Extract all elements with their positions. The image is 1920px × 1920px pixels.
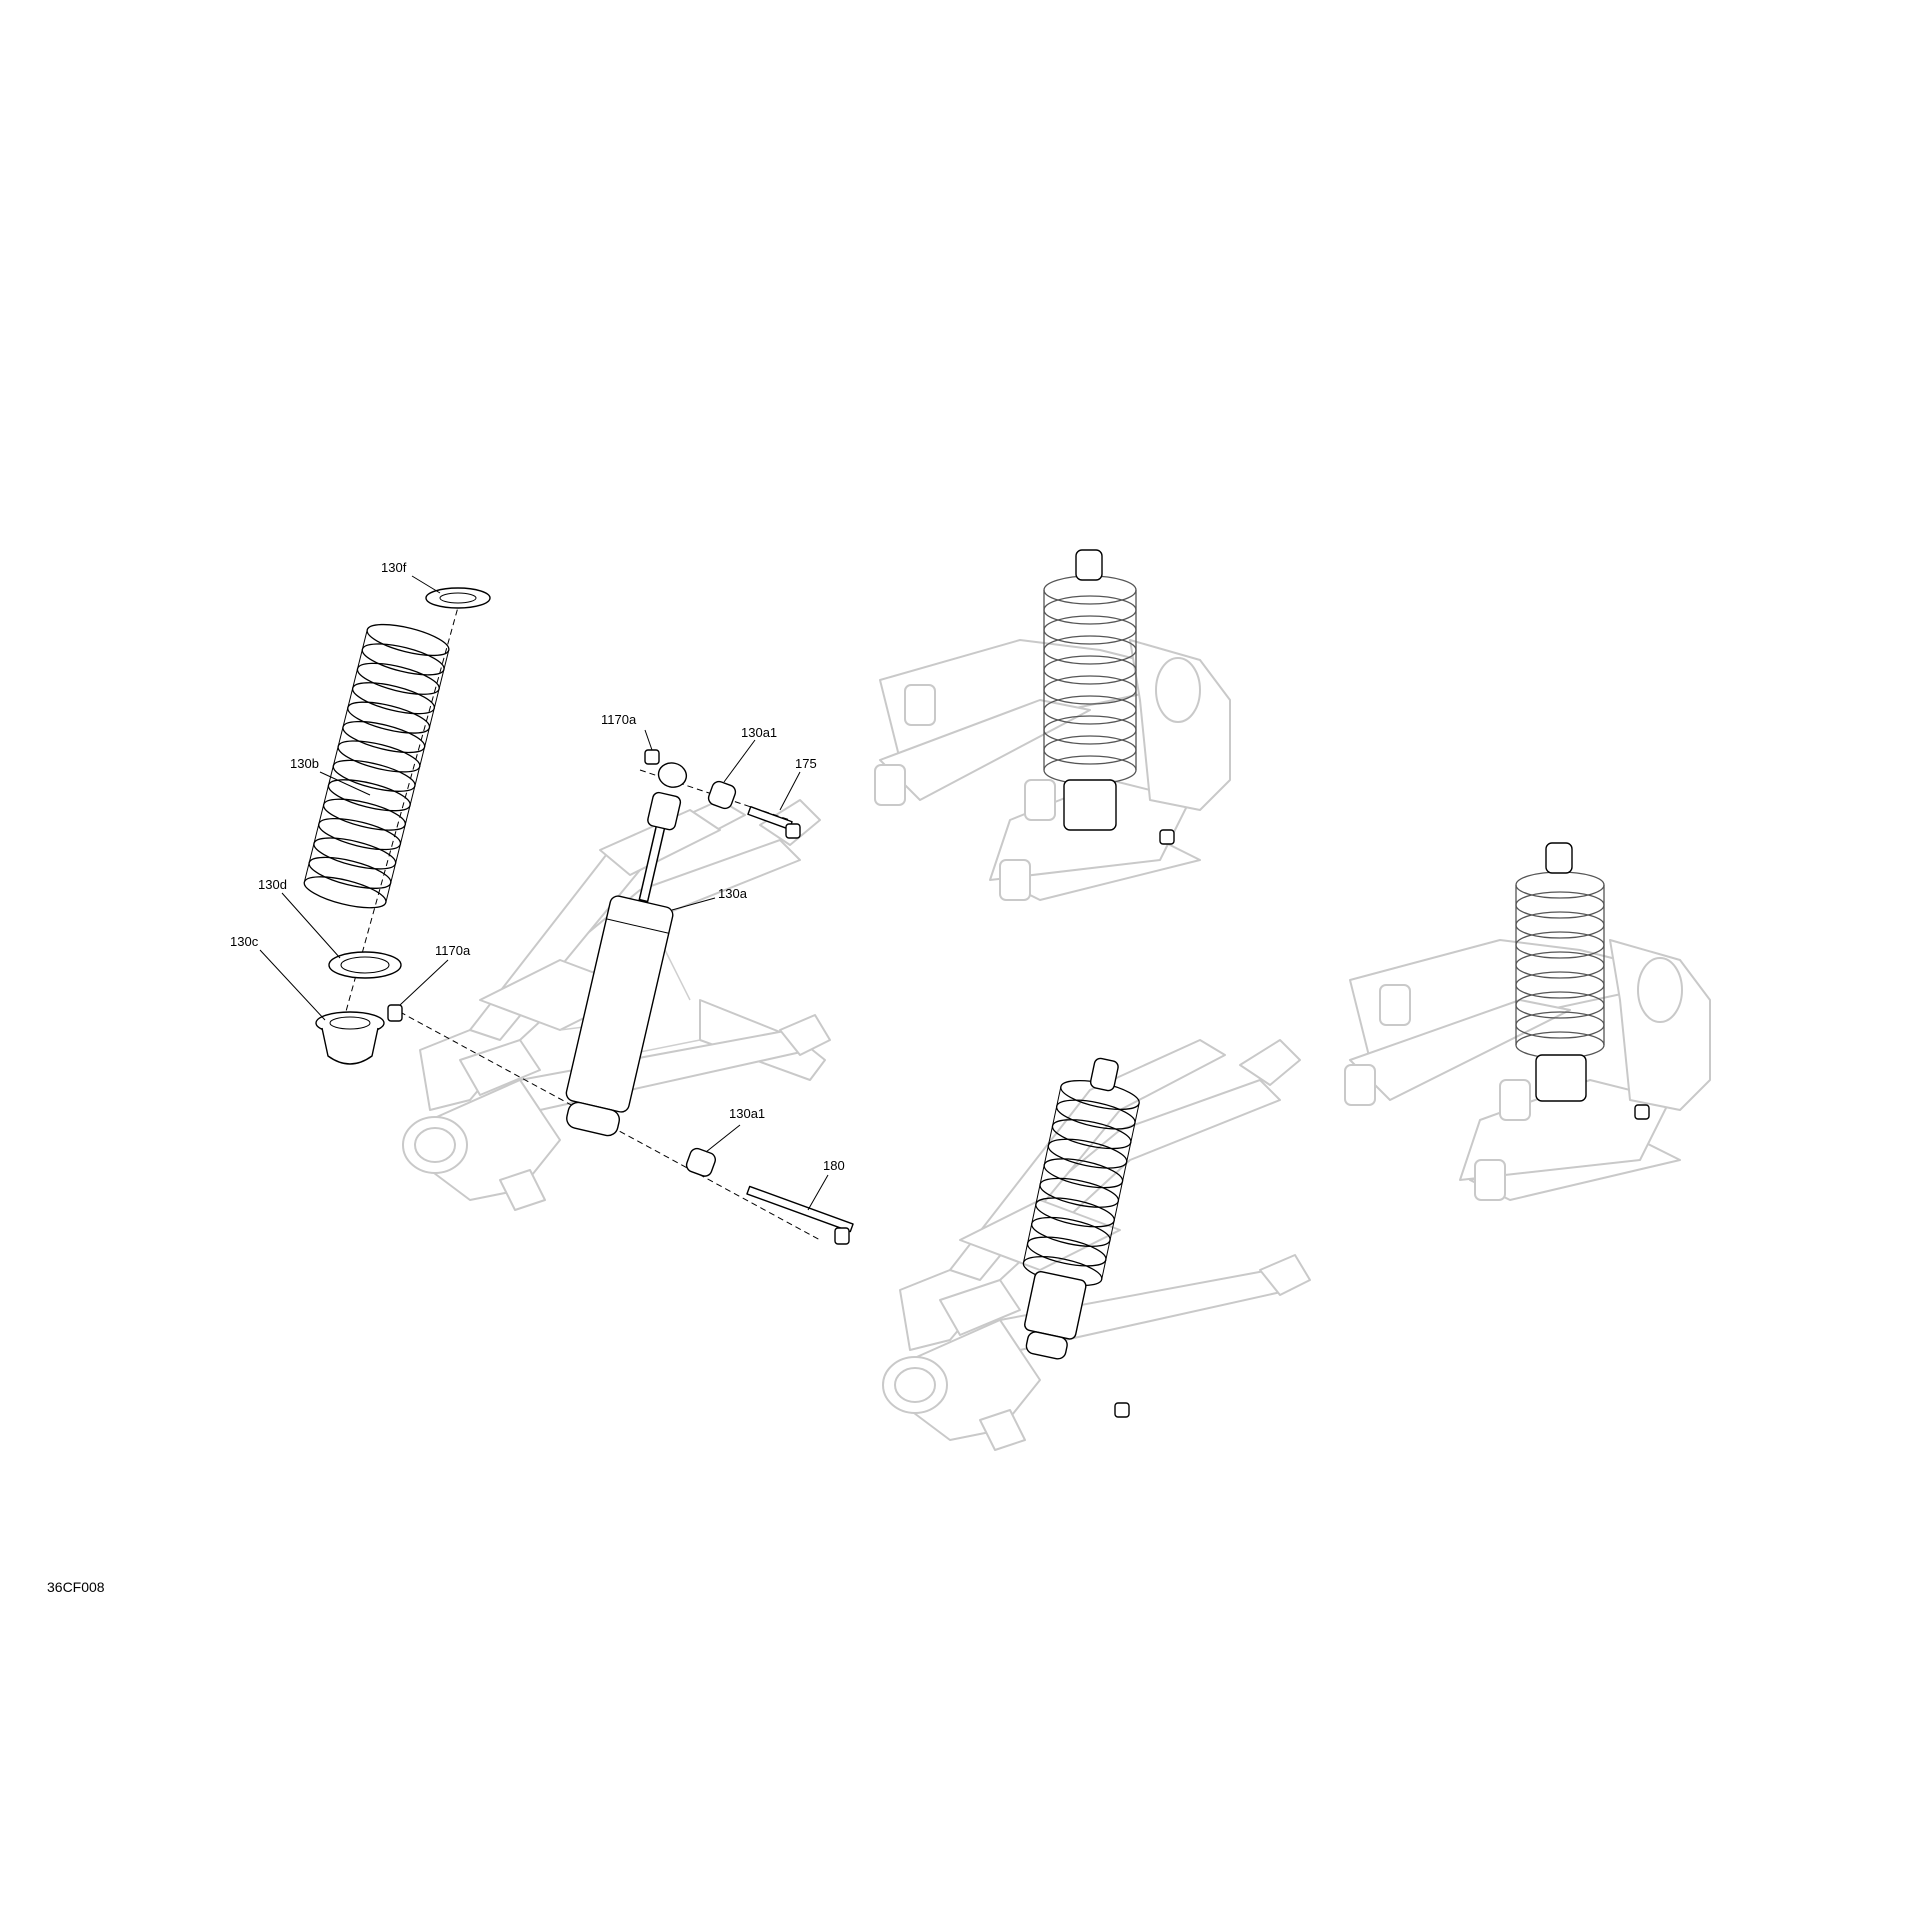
nut-1170a-top [644, 749, 660, 765]
callout-175: 175 [795, 756, 817, 771]
nut-1170a-bottom [387, 1004, 403, 1022]
spring-seat-130f [425, 587, 491, 609]
diagram-code: 36CF008 [47, 1579, 105, 1595]
callout-130a1-bottom: 130a1 [729, 1106, 765, 1121]
bushing-130a1-bottom [685, 1147, 716, 1177]
callout-130c: 130c [230, 934, 259, 949]
coil-spring-130b [303, 623, 450, 909]
bushing-130a1-top [707, 780, 737, 810]
callout-130f: 130f [381, 560, 407, 575]
callout-1170a-bottom: 1170a [435, 943, 471, 958]
assembled-view-top [874, 549, 1231, 901]
bolt-180 [746, 1185, 854, 1245]
bolt-175 [747, 806, 801, 839]
callout-180: 180 [823, 1158, 845, 1173]
callout-130a: 130a [718, 886, 748, 901]
callout-1170a-top: 1170a [601, 712, 637, 727]
assembled-view-right [1344, 842, 1711, 1201]
shock-absorber-130a [565, 762, 688, 1137]
callout-130b: 130b [290, 756, 319, 771]
leader-lines [259, 575, 829, 1211]
callout-130d: 130d [258, 877, 287, 892]
spacer-130d [328, 951, 402, 979]
axis-spring [344, 599, 461, 1016]
assembled-view-bottom [882, 1039, 1311, 1451]
callout-130a1-top: 130a1 [741, 725, 777, 740]
retainer-130c [315, 1011, 385, 1065]
